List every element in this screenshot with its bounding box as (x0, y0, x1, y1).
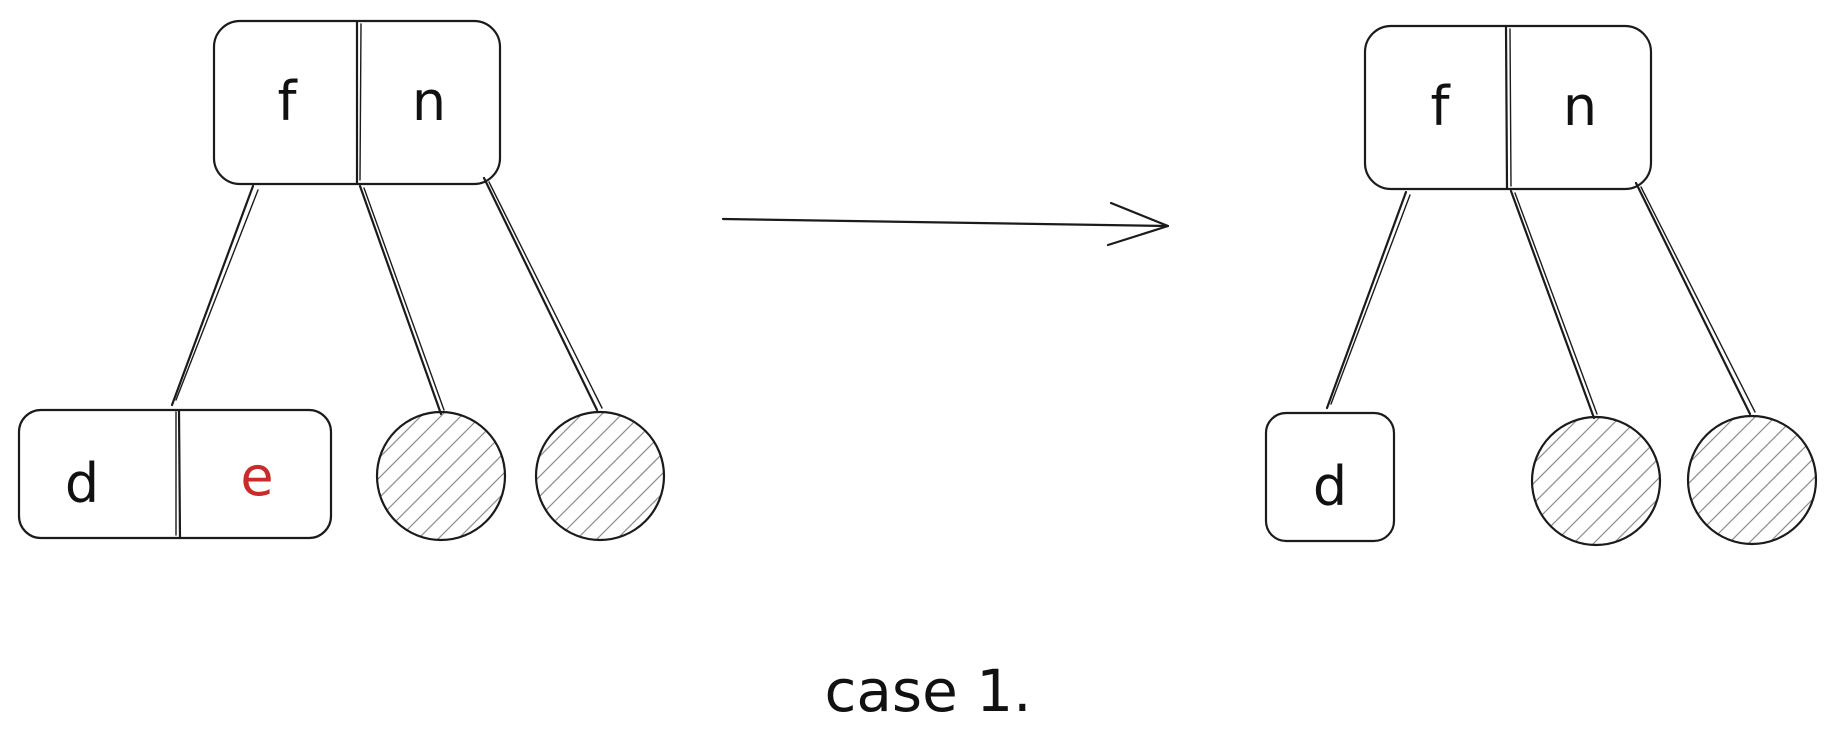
before-root-key-1: f (277, 70, 298, 133)
after-root-key-1: f (1430, 75, 1451, 138)
transition-arrow (721, 201, 1170, 247)
after-child-key-1: d (1313, 455, 1347, 518)
after-empty-leaf-1 (1530, 415, 1662, 547)
after-left-child-node: d (1264, 411, 1396, 543)
after-tree: f n d (1264, 24, 1818, 547)
before-child-key-2-highlighted: e (240, 445, 273, 508)
before-edges (170, 176, 603, 416)
after-root-key-2: n (1563, 75, 1597, 138)
diagram-caption: case 1. (824, 657, 1031, 725)
after-edges (1325, 181, 1756, 420)
before-empty-leaf-1 (375, 410, 507, 542)
before-tree: f n d e (17, 19, 666, 542)
before-root-key-2: n (412, 70, 446, 133)
after-empty-leaf-2 (1686, 414, 1818, 546)
before-left-child-node: d e (17, 408, 333, 540)
before-root-node: f n (212, 19, 502, 186)
before-child-key-1: d (65, 452, 99, 515)
after-root-node: f n (1363, 24, 1653, 191)
before-empty-leaf-2 (534, 410, 666, 542)
